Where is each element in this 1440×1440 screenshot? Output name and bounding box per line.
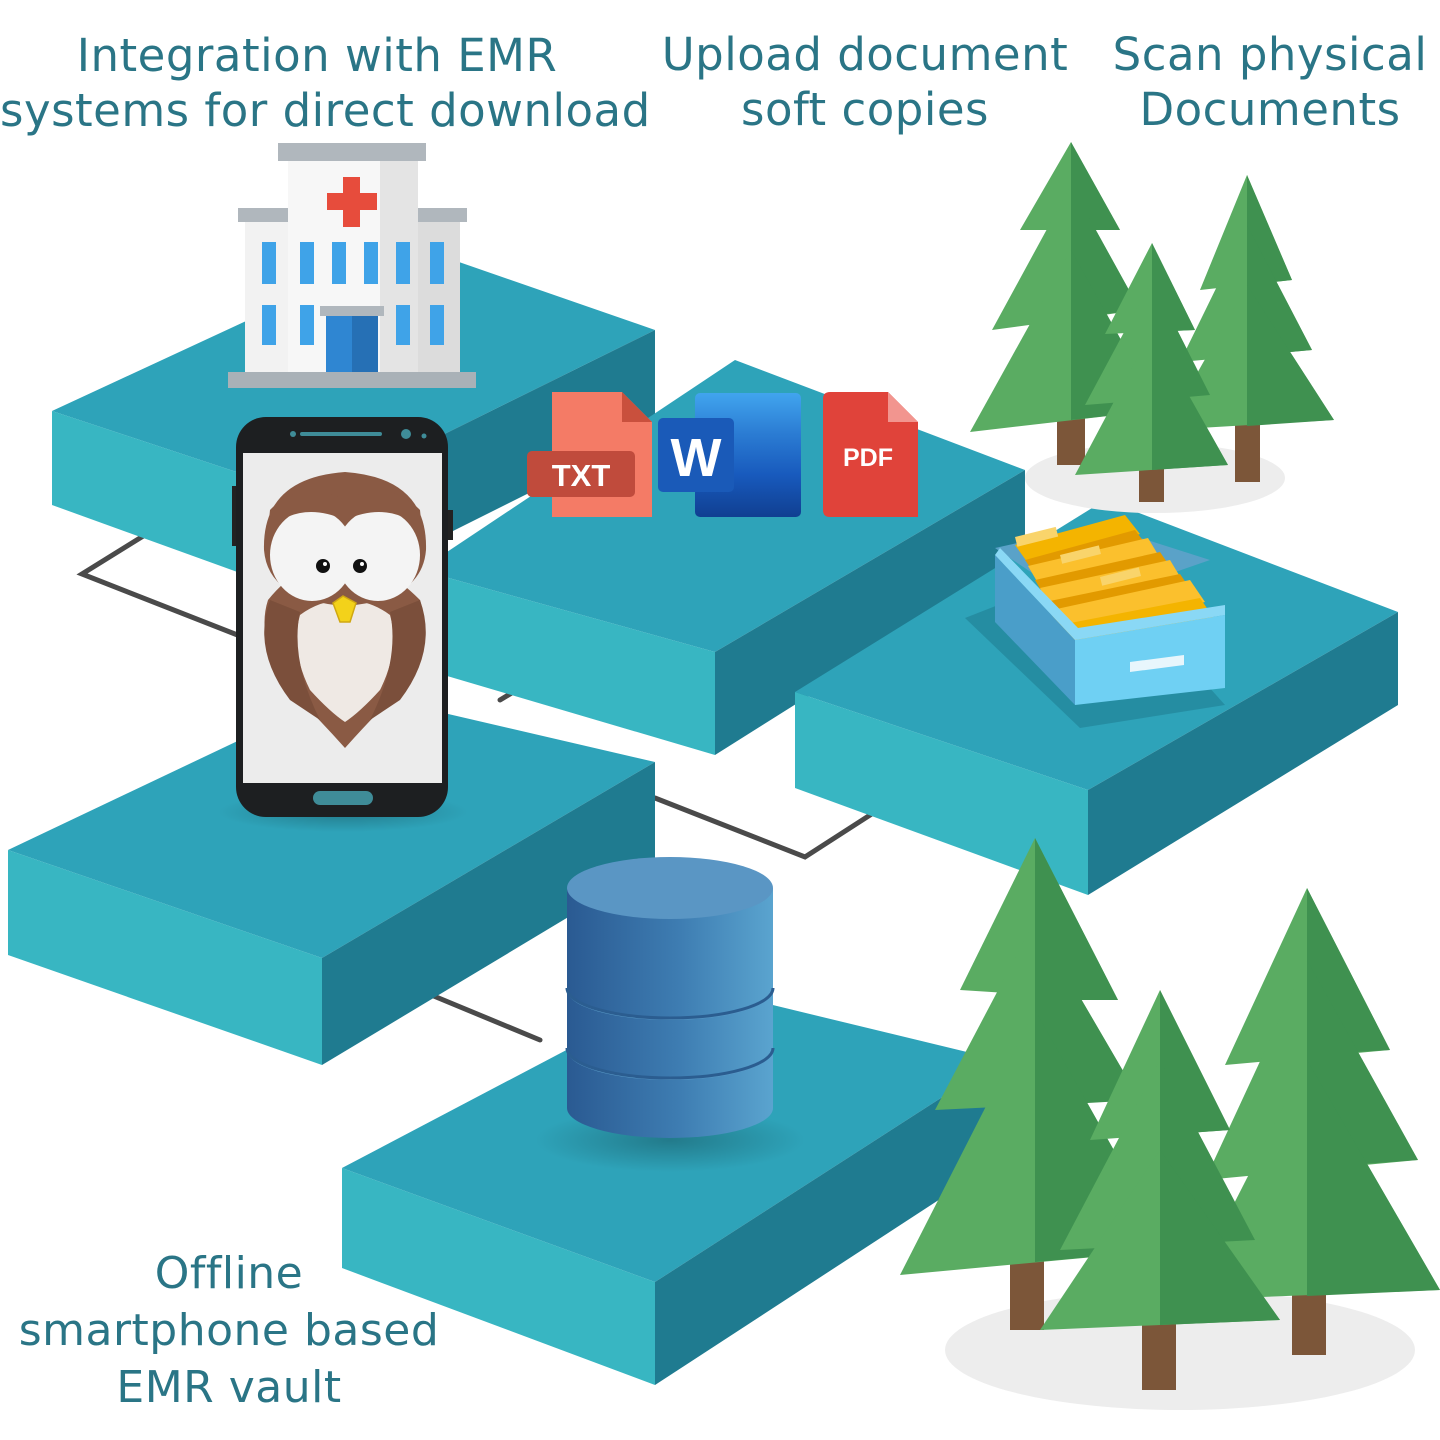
caption-vault-line-3: EMR vault xyxy=(116,1362,342,1413)
caption-scan-line-2: Documents xyxy=(1139,83,1401,136)
tree-icon xyxy=(1075,243,1228,502)
tree-group-bottom xyxy=(900,838,1440,1410)
caption-emr-integration: Integration with EMR systems for direct … xyxy=(0,28,651,138)
database-icon xyxy=(535,857,805,1172)
pdf-file-icon: PDF xyxy=(823,392,918,517)
caption-emr-vault: Offline smartphone based EMR vault xyxy=(0,1245,458,1416)
caption-upload-line-2: soft copies xyxy=(741,83,989,136)
caption-scan-line-1: Scan physical xyxy=(1112,28,1428,81)
caption-vault-line-1: Offline xyxy=(154,1248,304,1299)
smartphone-icon xyxy=(218,417,468,832)
caption-emr-integration-line-1: Integration with EMR xyxy=(76,29,558,82)
word-file-icon: W xyxy=(658,393,801,517)
file-drawer-icon xyxy=(965,515,1225,728)
pdf-label: PDF xyxy=(843,444,893,472)
tree-icon xyxy=(1040,990,1280,1390)
txt-label: TXT xyxy=(552,458,611,493)
txt-file-icon: TXT xyxy=(527,392,652,517)
caption-upload-documents: Upload document soft copies xyxy=(650,27,1080,137)
caption-scan-documents: Scan physical Documents xyxy=(1110,27,1430,137)
word-label: W xyxy=(671,428,722,488)
owl-mascot xyxy=(263,472,427,748)
tree-group-top xyxy=(970,142,1334,513)
caption-upload-line-1: Upload document xyxy=(661,28,1069,81)
caption-emr-integration-line-2: systems for direct download xyxy=(0,84,651,137)
caption-vault-line-2: smartphone based xyxy=(18,1305,440,1356)
hospital-icon xyxy=(228,143,476,388)
